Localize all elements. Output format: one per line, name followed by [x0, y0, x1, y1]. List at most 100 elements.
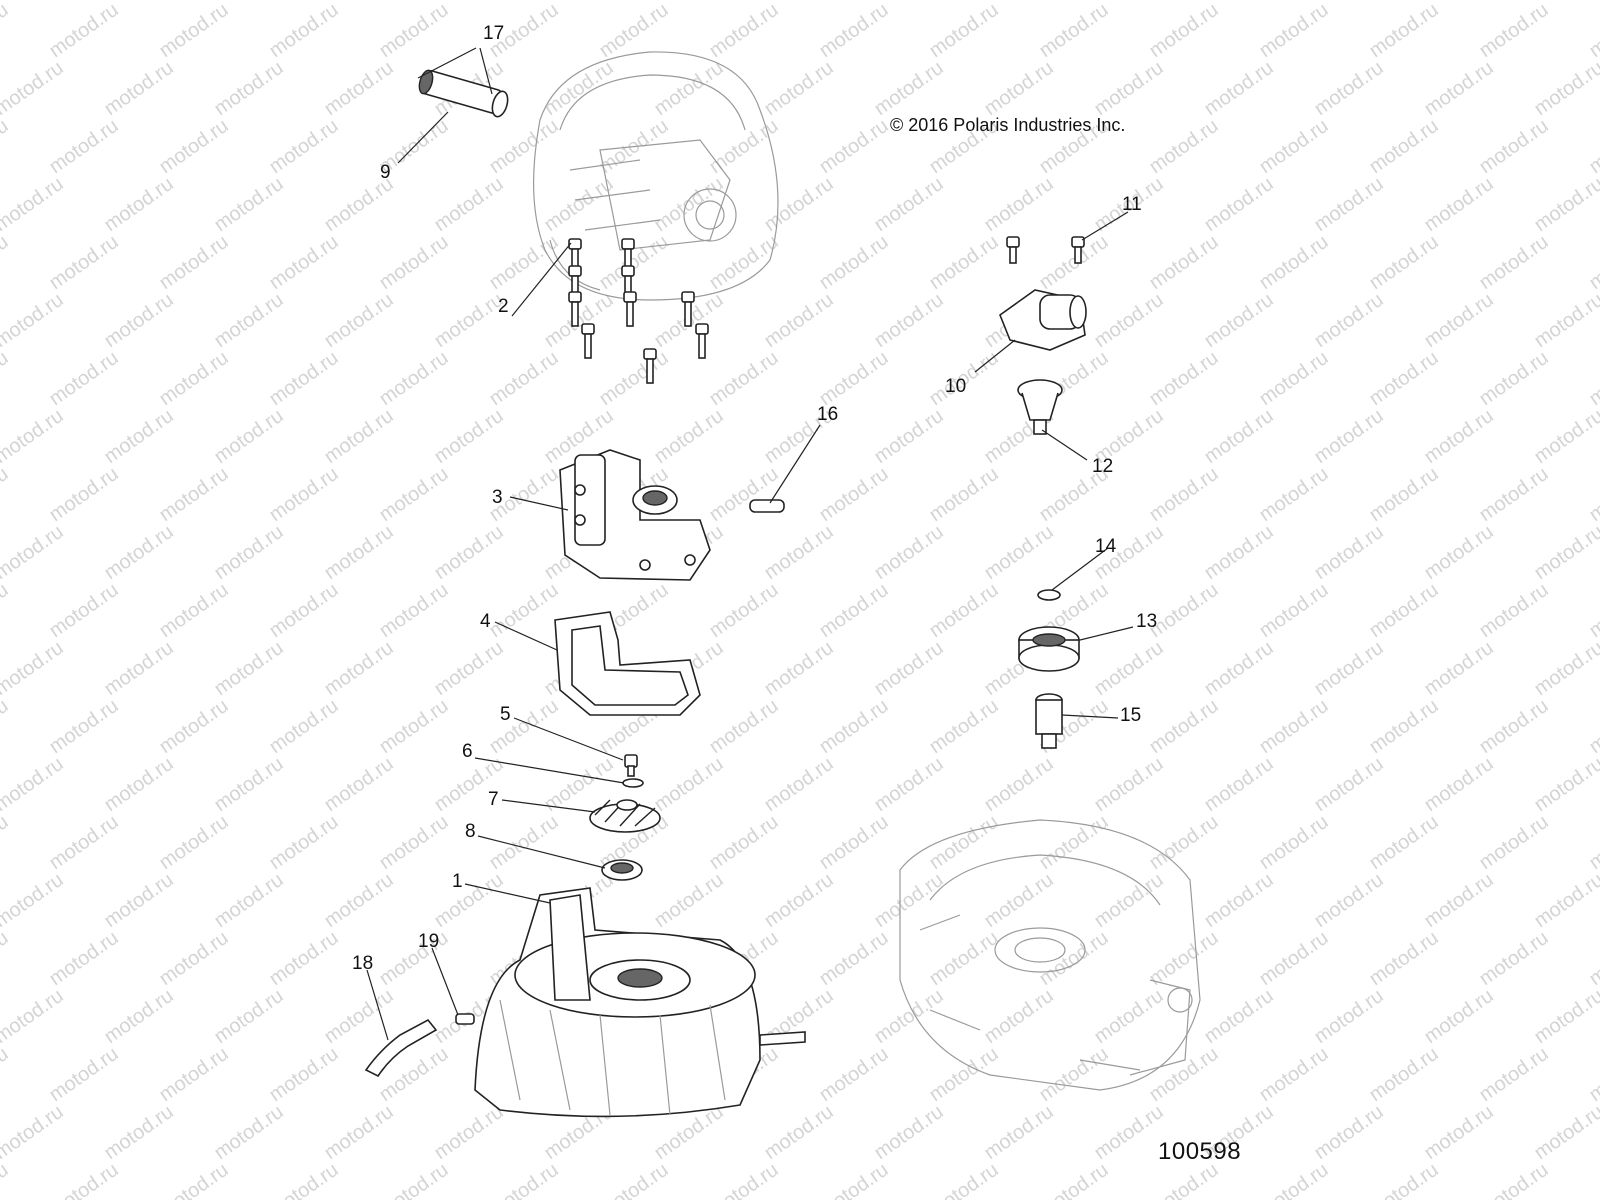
watermark-text: motod.ru [485, 579, 562, 642]
bolt [643, 348, 657, 384]
watermark-text: motod.ru [1310, 1101, 1387, 1164]
watermark-text: motod.ru [1475, 231, 1552, 294]
watermark-text: motod.ru [0, 231, 13, 294]
watermark-text: motod.ru [100, 173, 177, 236]
watermark-text: motod.ru [925, 231, 1002, 294]
watermark-text: motod.ru [1365, 695, 1442, 758]
watermark-text: motod.ru [210, 289, 287, 352]
bolts-part-11 [1006, 236, 1085, 264]
watermark-text: motod.ru [705, 0, 782, 62]
watermark-text: motod.ru [870, 869, 947, 932]
watermark-text: motod.ru [0, 1101, 68, 1164]
watermark-text: motod.ru [1255, 927, 1332, 990]
watermark-text: motod.ru [1530, 753, 1600, 816]
watermark-text: motod.ru [870, 521, 947, 584]
watermark-text: motod.ru [1200, 521, 1277, 584]
watermark-text: motod.ru [1585, 1159, 1600, 1200]
watermark-text: motod.ru [1585, 463, 1600, 526]
watermark-text: motod.ru [210, 57, 287, 120]
watermark-text: motod.ru [1530, 637, 1600, 700]
watermark-text: motod.ru [925, 927, 1002, 990]
watermark-text: motod.ru [1145, 347, 1222, 410]
watermark-text: motod.ru [155, 0, 232, 62]
watermark-text: motod.ru [155, 231, 232, 294]
watermark-text: motod.ru [1585, 231, 1600, 294]
watermark-text: motod.ru [1310, 521, 1387, 584]
watermark-text: motod.ru [1200, 57, 1277, 120]
watermark-text: motod.ru [1255, 695, 1332, 758]
watermark-text: motod.ru [925, 463, 1002, 526]
watermark-text: motod.ru [980, 57, 1057, 120]
watermark-text: motod.ru [210, 637, 287, 700]
watermark-text: motod.ru [540, 57, 617, 120]
callout-14: 14 [1095, 536, 1117, 557]
watermark-text: motod.ru [485, 347, 562, 410]
watermark-text: motod.ru [0, 173, 68, 236]
watermark-text: motod.ru [1310, 985, 1387, 1048]
callout-1: 1 [452, 871, 463, 892]
watermark-text: motod.ru [375, 1159, 452, 1200]
callout-17: 17 [483, 23, 505, 44]
watermark-text: motod.ru [210, 753, 287, 816]
watermark-text: motod.ru [1255, 811, 1332, 874]
pipe-part-16 [749, 499, 785, 513]
watermark-text: motod.ru [1310, 637, 1387, 700]
watermark-text: motod.ru [1475, 1159, 1552, 1200]
watermark-text: motod.ru [485, 1159, 562, 1200]
watermark-text: motod.ru [1365, 463, 1442, 526]
watermark-text: motod.ru [760, 173, 837, 236]
watermark-text: motod.ru [1090, 289, 1167, 352]
callout-16: 16 [817, 404, 839, 425]
watermark-text: motod.ru [870, 405, 947, 468]
watermark-text: motod.ru [1090, 57, 1167, 120]
watermark-text: motod.ru [155, 1159, 232, 1200]
watermark-text: motod.ru [1530, 1101, 1600, 1164]
watermark-text: motod.ru [760, 637, 837, 700]
watermark-text: motod.ru [430, 637, 507, 700]
watermark-text: motod.ru [760, 521, 837, 584]
bearing-part-13 [1018, 626, 1080, 672]
watermark-text: motod.ru [1585, 0, 1600, 62]
watermark-text: motod.ru [1475, 695, 1552, 758]
watermark-text: motod.ru [1585, 579, 1600, 642]
watermark-text: motod.ru [0, 57, 68, 120]
watermark-text: motod.ru [1035, 927, 1112, 990]
watermark-text: motod.ru [265, 347, 342, 410]
gasket-part-4 [554, 611, 701, 716]
watermark-text: motod.ru [815, 463, 892, 526]
bolt [695, 323, 709, 359]
watermark-text: motod.ru [1090, 1101, 1167, 1164]
watermark-text: motod.ru [1420, 405, 1497, 468]
watermark-text: motod.ru [705, 579, 782, 642]
watermark-text: motod.ru [595, 347, 672, 410]
watermark-text: motod.ru [0, 115, 13, 178]
watermark-text: motod.ru [1420, 1101, 1497, 1164]
watermark-text: motod.ru [45, 695, 122, 758]
watermark-text: motod.ru [45, 1159, 122, 1200]
watermark-text: motod.ru [265, 231, 342, 294]
watermark-text: motod.ru [375, 927, 452, 990]
watermark-text: motod.ru [1475, 0, 1552, 62]
watermark-text: motod.ru [1475, 1043, 1552, 1106]
watermark-text: motod.ru [760, 57, 837, 120]
watermark-text: motod.ru [1145, 231, 1222, 294]
leader-lines [366, 47, 1134, 1041]
watermark-text: motod.ru [1255, 1159, 1332, 1200]
watermark-text: motod.ru [0, 347, 13, 410]
watermark-text: motod.ru [1200, 173, 1277, 236]
watermark-text: motod.ru [1200, 869, 1277, 932]
watermark-text: motod.ru [705, 811, 782, 874]
watermark-text: motod.ru [1475, 463, 1552, 526]
callout-2: 2 [498, 296, 509, 317]
watermark-text: motod.ru [155, 927, 232, 990]
watermark-text: motod.ru [1200, 753, 1277, 816]
watermark-text: motod.ru [265, 463, 342, 526]
watermark-text: motod.ru [0, 811, 13, 874]
watermark-text: motod.ru [210, 173, 287, 236]
watermark-text: motod.ru [870, 985, 947, 1048]
watermark-text: motod.ru [0, 985, 68, 1048]
o-ring-part-14 [1037, 589, 1061, 601]
watermark-text: motod.ru [1200, 405, 1277, 468]
watermark-text: motod.ru [0, 463, 13, 526]
watermark-text: motod.ru [100, 289, 177, 352]
